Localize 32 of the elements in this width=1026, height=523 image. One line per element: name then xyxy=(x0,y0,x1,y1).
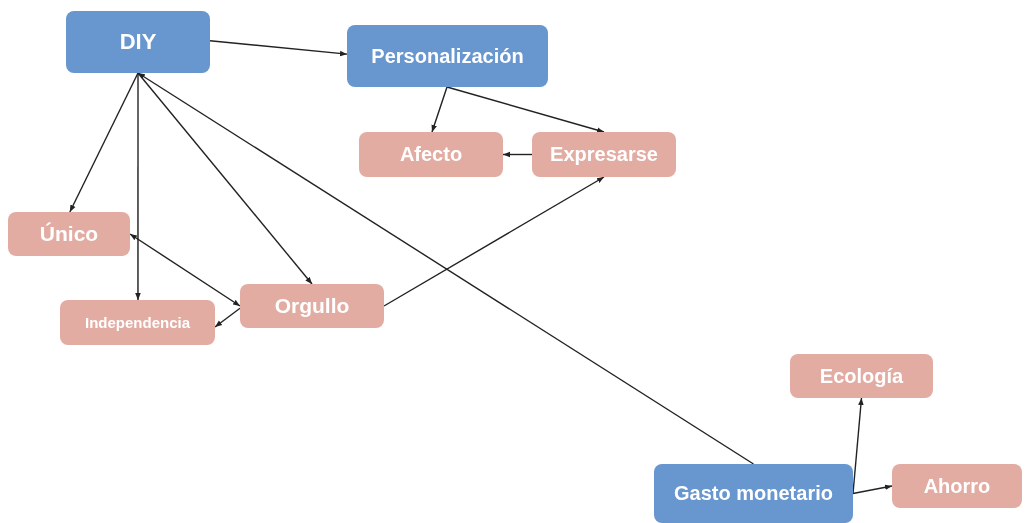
arrow xyxy=(209,40,348,57)
node-label: Expresarse xyxy=(550,143,658,166)
arrow xyxy=(383,176,605,307)
node-label: Independencia xyxy=(85,314,190,331)
main-concept-box xyxy=(66,11,210,73)
node-label: Afecto xyxy=(399,143,463,166)
arrow xyxy=(852,484,893,495)
arrow xyxy=(137,72,755,465)
node-label: Orgullo xyxy=(274,294,350,318)
arrow xyxy=(135,72,141,301)
sub-concept-box xyxy=(359,132,503,177)
node-label: DIY xyxy=(119,29,157,55)
arrow xyxy=(214,307,241,328)
node-label: Personalización xyxy=(371,44,524,68)
node-label: Ahorro xyxy=(923,474,991,498)
node-label: Único xyxy=(39,222,99,246)
sub-concept-box xyxy=(8,212,130,256)
arrow xyxy=(431,86,448,133)
sub-concept-box xyxy=(892,464,1022,508)
sub-concept-box xyxy=(60,300,215,345)
arrow xyxy=(129,233,241,307)
arrow xyxy=(69,72,139,213)
main-concept-box xyxy=(347,25,548,87)
main-concept-box xyxy=(654,464,853,523)
arrow xyxy=(502,151,533,158)
node-label: Ecología xyxy=(819,364,904,388)
sub-concept-box xyxy=(240,284,384,328)
sub-concept-box xyxy=(532,132,676,177)
node-label: Gasto monetario xyxy=(674,482,833,505)
arrow xyxy=(446,86,605,133)
arrow xyxy=(137,72,313,285)
sub-concept-box xyxy=(790,354,933,398)
